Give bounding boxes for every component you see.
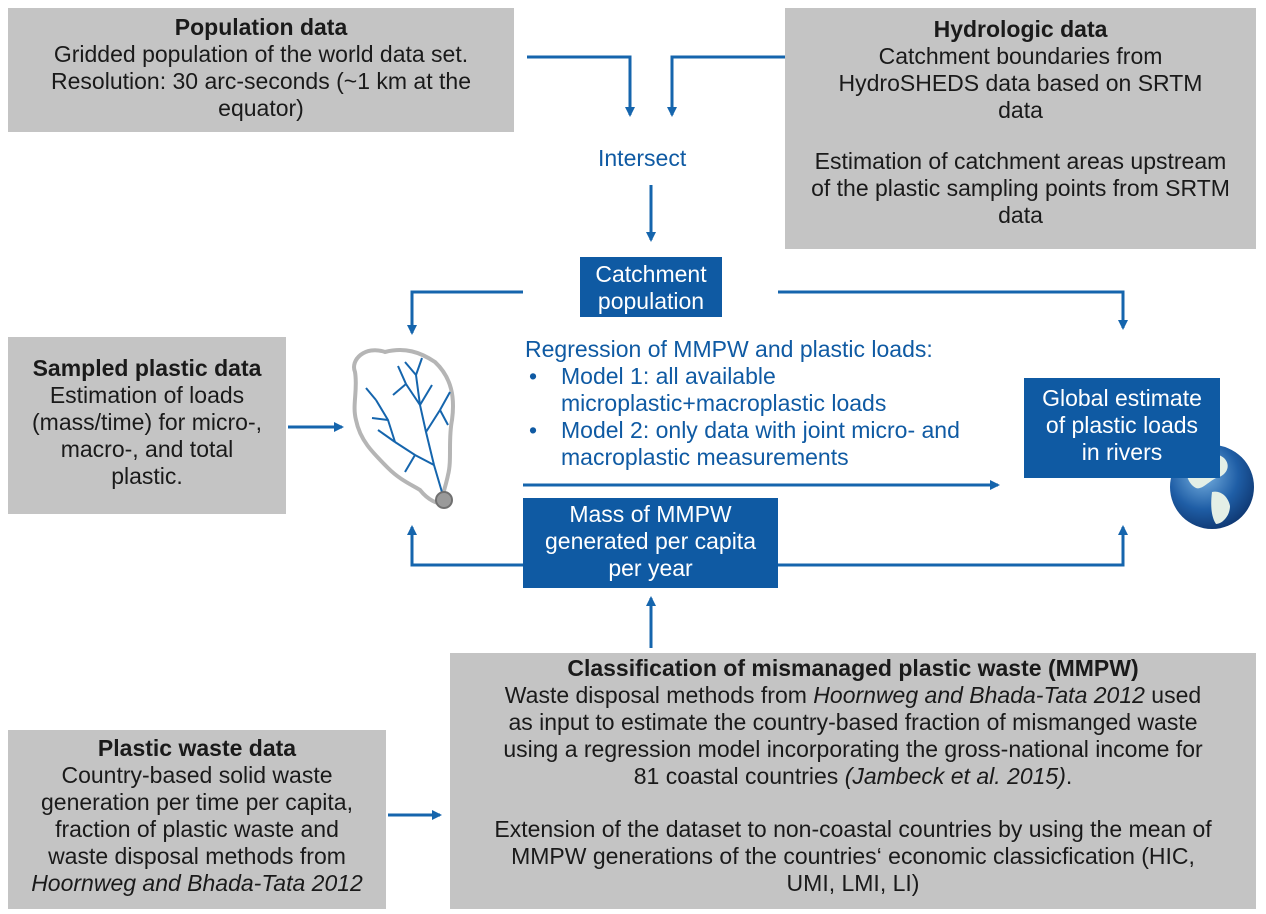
text-part: . xyxy=(1065,763,1073,789)
mass-line: generated per capita xyxy=(545,528,756,554)
plastic-waste-title: Plastic waste data xyxy=(97,735,297,761)
classification-line-4: 81 coastal countries (Jambeck et al. 201… xyxy=(450,763,1256,790)
hydrologic-line: Catchment boundaries from xyxy=(878,43,1163,69)
sampled-line: macro-, and total xyxy=(60,436,234,462)
text-part: used xyxy=(1144,682,1202,708)
catchment-population-box: Catchment population xyxy=(580,257,722,317)
hydrologic-data-box: Hydrologic data Catchment boundaries fro… xyxy=(785,8,1256,249)
classification-ext-line: Extension of the dataset to non-coastal … xyxy=(494,816,1212,842)
hydrologic-spacer xyxy=(785,124,1256,148)
plastic-waste-line: waste disposal methods from xyxy=(48,843,346,869)
bullet-dot: • xyxy=(529,363,538,389)
text-part: Waste disposal methods from xyxy=(504,682,814,708)
mass-line: Mass of MMPW xyxy=(569,501,732,527)
bullet-line: Model 1: all available xyxy=(561,363,776,389)
bullet-line: macroplastic measurements xyxy=(561,444,849,470)
hydrologic-title: Hydrologic data xyxy=(933,16,1108,42)
classification-ext-line: MMPW generations of the countries‘ econo… xyxy=(511,843,1195,869)
regression-bullet-model-2: • Model 2: only data with joint micro- a… xyxy=(525,417,995,471)
hydrologic-line: HydroSHEDS data based on SRTM xyxy=(838,70,1203,96)
global-line: Global estimate xyxy=(1042,385,1202,411)
sampled-line: plastic. xyxy=(111,463,183,489)
population-line: equator) xyxy=(218,95,304,121)
arrow-hydrologic-to-intersect xyxy=(667,55,785,117)
classification-line-1: Waste disposal methods from Hoornweg and… xyxy=(450,682,1256,709)
mass-line: per year xyxy=(608,555,693,581)
arrow-population-to-intersect xyxy=(527,55,635,117)
arrow-mass-to-global xyxy=(778,525,1128,567)
text-part: 81 coastal countries xyxy=(633,763,845,789)
bullet-line: Model 2: only data with joint micro- and xyxy=(561,417,960,443)
population-line: Gridded population of the world data set… xyxy=(53,41,469,67)
river-basin-icon xyxy=(352,348,456,509)
classification-line-2: as input to estimate the country-based f… xyxy=(508,709,1198,735)
classification-line-3: using a regression model incorporating t… xyxy=(503,736,1203,762)
hydrologic-line: Estimation of catchment areas upstream xyxy=(814,148,1227,174)
global-line: of plastic loads xyxy=(1045,412,1199,438)
plastic-waste-reference: Hoornweg and Bhada-Tata 2012 xyxy=(31,870,363,896)
arrow-catchment-to-basin xyxy=(407,290,523,335)
hydrologic-line: of the plastic sampling points from SRTM xyxy=(811,175,1230,201)
arrow-mass-to-basin xyxy=(407,525,523,567)
catchment-line: Catchment xyxy=(595,261,707,287)
sampled-line: (mass/time) for micro-, xyxy=(32,409,262,435)
catchment-line: population xyxy=(597,288,705,314)
classification-spacer xyxy=(450,790,1256,816)
population-line: Resolution: 30 arc-seconds (~1 km at the xyxy=(51,68,471,94)
sampled-line: Estimation of loads xyxy=(49,382,245,408)
global-line: in rivers xyxy=(1081,439,1163,465)
intersect-label: Intersect xyxy=(598,145,687,171)
population-data-box: Population data Gridded population of th… xyxy=(8,8,514,132)
reference-jambeck: (Jambeck et al. 2015) xyxy=(844,763,1066,789)
plastic-waste-line: generation per time per capita, xyxy=(41,789,353,815)
regression-bullet-model-1: • Model 1: all available microplastic+ma… xyxy=(525,363,995,417)
global-estimate-box: Global estimate of plastic loads in rive… xyxy=(1024,378,1220,478)
plastic-waste-box: Plastic waste data Country-based solid w… xyxy=(8,730,386,909)
bullet-dot: • xyxy=(529,417,538,443)
population-title: Population data xyxy=(174,14,348,40)
mass-mmpw-box: Mass of MMPW generated per capita per ye… xyxy=(523,498,778,588)
sampled-plastic-box: Sampled plastic data Estimation of loads… xyxy=(8,337,286,514)
hydrologic-line: data xyxy=(998,97,1043,123)
sampled-title: Sampled plastic data xyxy=(32,355,262,381)
classification-title: Classification of mismanaged plastic was… xyxy=(567,655,1139,681)
plastic-waste-line: fraction of plastic waste and xyxy=(55,816,339,842)
classification-box: Classification of mismanaged plastic was… xyxy=(450,653,1256,909)
regression-block: Regression of MMPW and plastic loads: • … xyxy=(525,336,995,471)
reference-hoornweg: Hoornweg and Bhada-Tata 2012 xyxy=(813,682,1145,708)
classification-ext-line: UMI, LMI, LI) xyxy=(786,870,920,896)
plastic-waste-line: Country-based solid waste xyxy=(61,762,333,788)
bullet-line: microplastic+macroplastic loads xyxy=(561,390,887,416)
arrow-catchment-to-global xyxy=(778,290,1128,330)
hydrologic-line: data xyxy=(998,202,1043,228)
regression-heading: Regression of MMPW and plastic loads: xyxy=(525,336,933,362)
